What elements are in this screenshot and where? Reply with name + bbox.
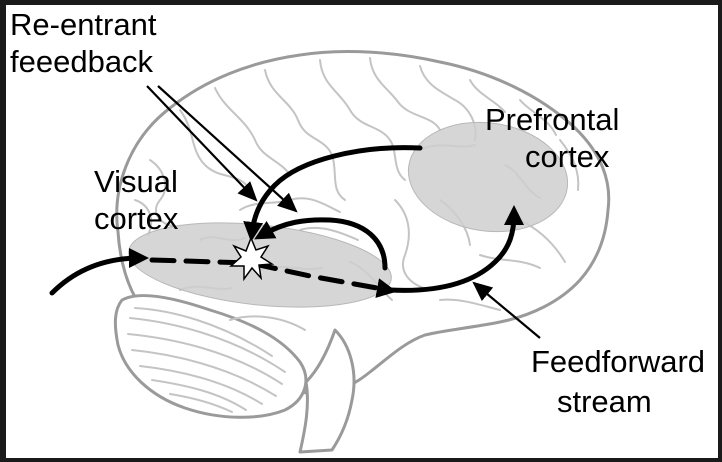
feedforward-label-line2: stream [557,384,652,419]
reentrant-label-line2: feeedback [10,44,154,79]
feedforward-label-line1: Feedforward [531,344,705,379]
prefrontal-label-line1: Prefrontal [485,102,619,137]
prefrontal-label-line2: cortex [525,139,610,174]
reentrant-label-line1: Re-entrant [10,7,157,42]
visual-label-line1: Visual [94,164,178,199]
visual-label-line2: cortex [94,201,179,236]
